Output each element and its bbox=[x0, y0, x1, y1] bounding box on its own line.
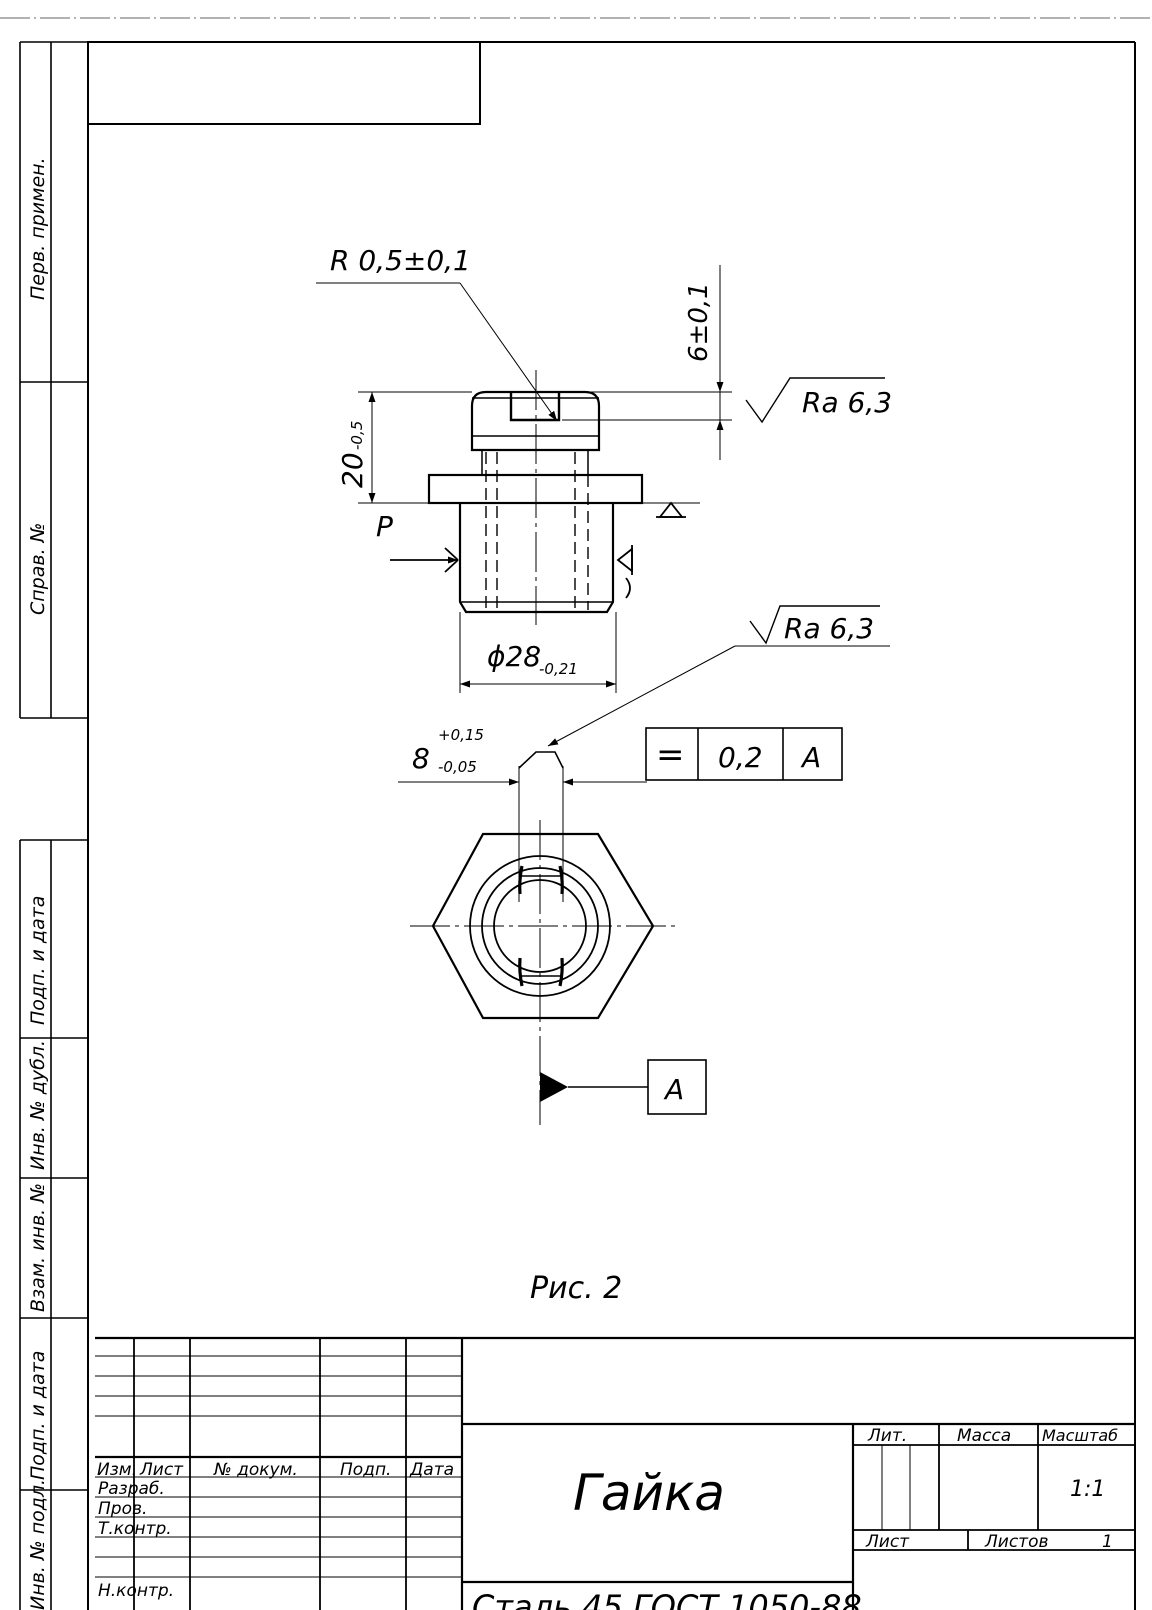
side-label-sprav-no: Справ. № bbox=[27, 523, 49, 615]
diameter-dimension: ϕ28 -0,21 bbox=[459, 612, 617, 693]
height-tolerance-text: -0,5 bbox=[348, 421, 366, 450]
datum-a-label: A bbox=[663, 1073, 684, 1106]
diameter-tolerance-text: -0,21 bbox=[539, 660, 578, 678]
height-dimension-text: 20 bbox=[336, 452, 369, 488]
roughness-text-2: Ra 6,3 bbox=[784, 612, 874, 645]
radius-callout: R 0,5±0,1 bbox=[316, 244, 558, 422]
header-data: Дата bbox=[409, 1460, 454, 1480]
front-view bbox=[427, 370, 644, 625]
title-block bbox=[95, 1336, 1135, 1610]
roughness-mark-1: Ra 6,3 bbox=[745, 377, 892, 424]
datum-p-label: P bbox=[376, 510, 393, 543]
material-spec: Сталь 45 ГОСТ 1050-88 bbox=[472, 1588, 862, 1610]
slot-width-tol-lower: -0,05 bbox=[438, 758, 477, 776]
scale-value: 1:1 bbox=[1070, 1477, 1105, 1502]
side-label-inv-dubl: Инв. № дубл. bbox=[27, 1040, 49, 1170]
side-label-podp-data-1: Подп. и дата bbox=[27, 896, 49, 1025]
radius-text: R 0,5±0,1 bbox=[330, 244, 471, 277]
sheets-value: 1 bbox=[1102, 1532, 1113, 1552]
scale-label: Масштаб bbox=[1042, 1426, 1118, 1445]
side-columns bbox=[19, 41, 88, 1610]
role-prov: Пров. bbox=[98, 1499, 147, 1519]
tolerance-value: 0,2 bbox=[718, 741, 763, 774]
header-list: Лист bbox=[139, 1460, 184, 1480]
side-label-perv-primen: Перв. примен. bbox=[27, 157, 49, 300]
height-dimension: 20 -0,5 bbox=[336, 391, 472, 504]
tolerance-datum: A bbox=[800, 741, 821, 774]
sheet-label: Лист bbox=[865, 1532, 910, 1552]
slot-depth-dimension: 6±0,1 bbox=[562, 265, 732, 460]
sheets-label: Листов bbox=[984, 1532, 1049, 1552]
slot-width-text: 8 bbox=[412, 742, 430, 775]
lit-label: Лит. bbox=[867, 1426, 907, 1446]
header-izm: Изм. bbox=[97, 1460, 137, 1480]
roughness-mark-2: Ra 6,3 bbox=[547, 605, 890, 747]
header-podp: Подп. bbox=[340, 1460, 391, 1480]
sheet-frame bbox=[87, 41, 1136, 1610]
role-razrab: Разраб. bbox=[98, 1479, 165, 1499]
mass-label: Масса bbox=[957, 1426, 1011, 1446]
side-label-vzam-inv: Взам. инв. № bbox=[27, 1183, 49, 1312]
figure-caption: Рис. 2 bbox=[530, 1271, 622, 1306]
roughness-text-1: Ra 6,3 bbox=[802, 386, 892, 419]
role-tkontr: Т.контр. bbox=[98, 1519, 172, 1539]
datum-a: A bbox=[540, 1059, 707, 1115]
header-doc-no: № докум. bbox=[213, 1460, 298, 1480]
tolerance-symbol: = bbox=[656, 735, 685, 775]
role-nkontr: Н.контр. bbox=[98, 1581, 174, 1601]
part-title: Гайка bbox=[573, 1464, 725, 1522]
diameter-text: ϕ28 bbox=[487, 640, 541, 673]
side-label-inv-podl: Инв. № подл. bbox=[27, 1479, 49, 1610]
slot-width-tol-upper: +0,15 bbox=[438, 726, 484, 744]
geometric-tolerance-frame: = 0,2 A bbox=[645, 727, 843, 781]
slot-depth-text: 6±0,1 bbox=[684, 282, 714, 362]
datum-p: P bbox=[372, 501, 700, 599]
side-label-podp-data-2: Подп. и дата bbox=[27, 1351, 49, 1480]
